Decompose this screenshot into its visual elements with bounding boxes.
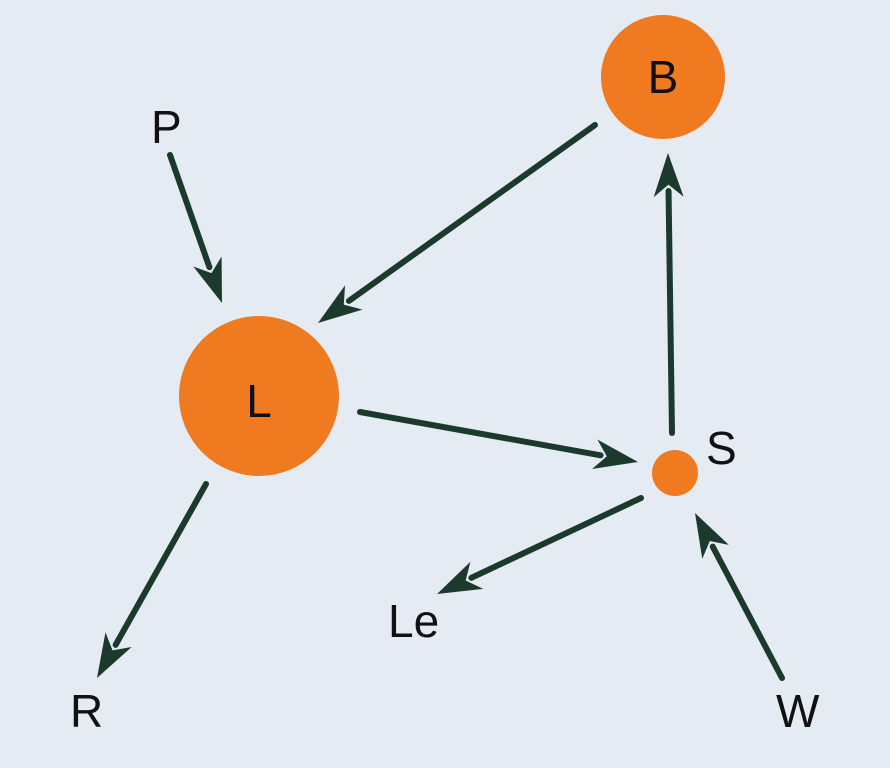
edge-p-to-l: [167, 152, 222, 303]
edge-line: [167, 152, 213, 271]
node-b-circle: [601, 15, 725, 139]
node-s-circle: [652, 450, 698, 496]
edges-layer: [97, 122, 785, 681]
node-b: B: [601, 15, 725, 139]
edge-b-to-l: [318, 122, 598, 323]
node-r-label: R: [70, 685, 103, 737]
node-l: L: [179, 316, 339, 476]
node-l-label: L: [246, 375, 272, 427]
edge-l-to-s: [357, 409, 638, 469]
node-p-label: P: [151, 101, 182, 153]
node-b-label: B: [648, 51, 679, 103]
arrowhead-icon: [318, 285, 363, 323]
edge-line: [709, 543, 785, 681]
edge-line: [345, 122, 598, 304]
edge-line: [665, 187, 675, 436]
arrowhead-icon: [695, 513, 729, 559]
arrowhead-icon: [437, 561, 484, 594]
edge-line: [357, 409, 604, 459]
node-s: S: [652, 422, 737, 496]
edge-line: [112, 481, 209, 648]
arrowhead-icon: [592, 439, 638, 469]
node-s-label: S: [706, 422, 737, 474]
edge-s-to-le: [437, 495, 644, 594]
node-w-label: W: [776, 685, 820, 737]
edge-line: [468, 495, 644, 581]
arrowhead-icon: [97, 632, 132, 678]
edge-w-to-s: [695, 513, 785, 681]
arrowhead-icon: [653, 153, 684, 198]
node-l-circle: [179, 316, 339, 476]
node-le-label: Le: [388, 595, 439, 647]
arrowhead-icon: [193, 256, 222, 303]
edge-s-to-b: [653, 153, 684, 436]
edge-l-to-r: [97, 481, 209, 678]
